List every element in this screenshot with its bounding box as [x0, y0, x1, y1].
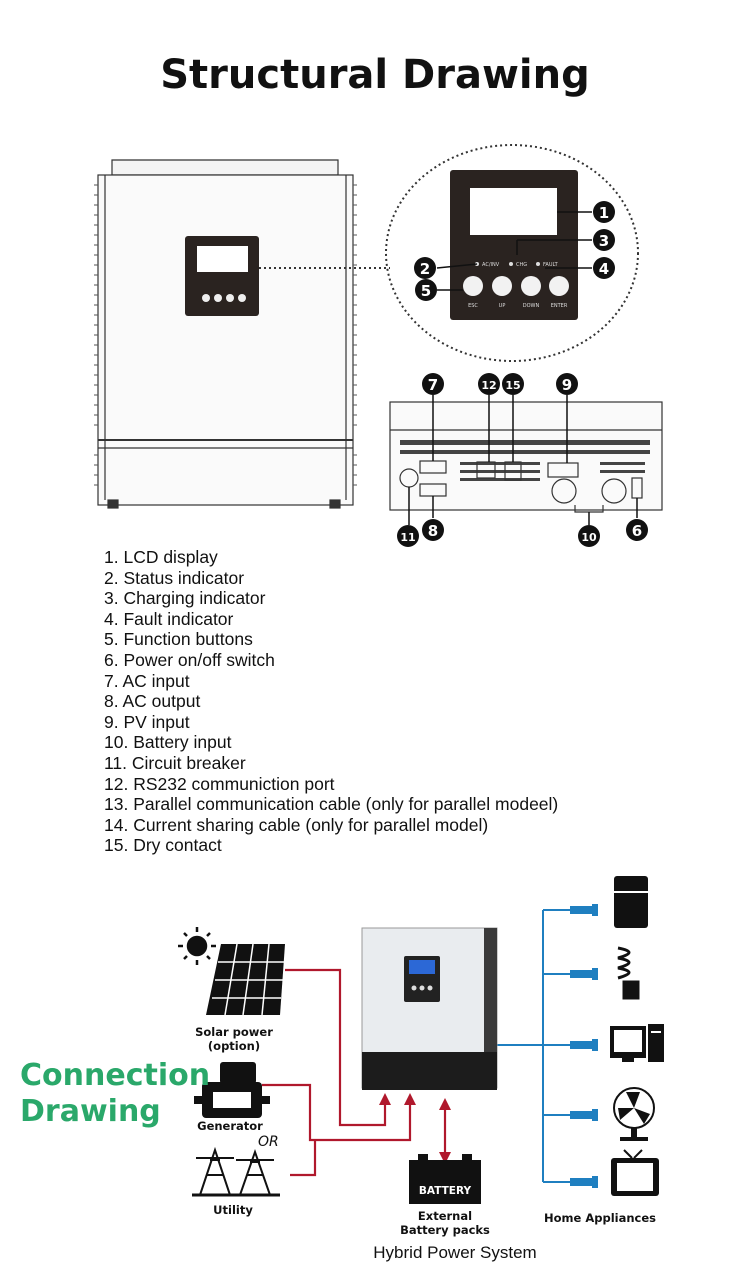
- parts-legend: 1. LCD display 2. Status indicator 3. Ch…: [104, 547, 558, 856]
- callout-number: 6: [632, 522, 642, 540]
- legend-item: 7. AC input: [104, 670, 190, 691]
- legend-item: 10. Battery input: [104, 732, 232, 753]
- plug-connectors: [570, 904, 598, 1188]
- legend-item: 1. LCD display: [104, 547, 218, 567]
- battery-icon: BATTERY: [409, 1154, 481, 1204]
- battery-icon-label: BATTERY: [419, 1185, 472, 1197]
- callout-badge-12: 12: [478, 373, 500, 395]
- callout-number: 11: [400, 531, 415, 544]
- callout-badge-4: 4: [593, 257, 615, 279]
- button-label-down: DOWN: [523, 303, 540, 309]
- legend-item: 5. Function buttons: [104, 629, 253, 650]
- callout-number: 15: [505, 379, 520, 392]
- callout-badge-7: 7: [422, 373, 444, 395]
- callout-badge-8: 8: [422, 519, 444, 541]
- callout-number: 1: [599, 204, 609, 222]
- page-title: Structural Drawing: [160, 52, 590, 98]
- callout-badge-1: 1: [593, 201, 615, 223]
- legend-item: 9. PV input: [104, 711, 190, 732]
- button-label-esc: ESC: [468, 303, 478, 309]
- legend-item: 12. RS232 communiction port: [104, 773, 335, 794]
- zoom-circle: [385, 144, 639, 362]
- callout-leaders: [408, 211, 638, 525]
- callout-number: 4: [599, 260, 609, 278]
- callout-badge-2: 2: [414, 257, 436, 279]
- indicator-label-chg: CHG: [516, 262, 527, 268]
- callout-number: 9: [562, 376, 572, 394]
- fan-icon: [613, 1087, 655, 1141]
- callout-badges: 1 2 3 4 5 6 7 8 9 10 11 12 15: [397, 201, 648, 547]
- button-label-up: UP: [499, 303, 506, 309]
- battery-label-line1: External: [417, 1209, 473, 1223]
- esc-button-shape: [463, 276, 483, 296]
- enter-button-shape: [549, 276, 569, 296]
- callout-number: 5: [421, 282, 431, 300]
- legend-item: 8. AC output: [104, 691, 201, 712]
- down-button-shape: [521, 276, 541, 296]
- television-icon: [611, 1149, 659, 1196]
- light-bulb-icon: [617, 946, 640, 1000]
- zoomed-control-panel: AC/INV CHG FAULT ESC UP DOWN ENTER: [450, 170, 578, 320]
- solar-label-line1: Solar power: [195, 1025, 273, 1039]
- solar-label-line2: (option): [207, 1039, 261, 1053]
- utility-icon: [192, 1146, 280, 1197]
- output-lines: [497, 909, 570, 1183]
- hybrid-power-system-label: Hybrid Power System: [373, 1243, 537, 1262]
- callout-number: 8: [428, 522, 438, 540]
- callout-badge-5: 5: [415, 279, 437, 301]
- legend-item: 3. Charging indicator: [104, 588, 266, 609]
- inverter-bottom-view: [389, 401, 663, 513]
- legend-item: 4. Fault indicator: [104, 608, 234, 629]
- callout-badge-10: 10: [578, 525, 600, 547]
- home-appliances-label: Home Appliances: [544, 1211, 656, 1225]
- hybrid-inverter-image: [361, 927, 498, 1090]
- sun-icon: [178, 927, 216, 965]
- ac-arrowheads: [379, 1093, 451, 1164]
- ac-connection-lines: [262, 968, 447, 1177]
- legend-item: 11. Circuit breaker: [104, 752, 246, 773]
- callout-number: 2: [420, 260, 430, 278]
- solar-power-label: Solar power (option): [186, 1025, 282, 1053]
- utility-label: Utility: [213, 1203, 253, 1217]
- callout-badge-9: 9: [556, 373, 578, 395]
- battery-label-line2: Battery packs: [400, 1223, 490, 1237]
- callout-number: 3: [599, 232, 609, 250]
- legend-item: 15. Dry contact: [104, 835, 222, 856]
- callout-badge-6: 6: [626, 519, 648, 541]
- generator-icon: [194, 1062, 270, 1118]
- connection-heading-line1: Connection: [20, 1058, 211, 1093]
- indicator-label-fault: FAULT: [543, 262, 559, 268]
- callout-badge-15: 15: [502, 373, 524, 395]
- callout-badge-3: 3: [593, 229, 615, 251]
- or-label: OR: [258, 1134, 279, 1150]
- solar-panel-icon: [206, 943, 285, 1016]
- generator-label: Generator: [197, 1119, 263, 1133]
- legend-item: 2. Status indicator: [104, 567, 245, 588]
- callout-badge-11: 11: [397, 525, 419, 547]
- connection-drawing-heading: Connection Drawing: [20, 1058, 210, 1130]
- connection-heading-line2: Drawing: [20, 1094, 161, 1129]
- legend-item: 13. Parallel communication cable (only f…: [104, 794, 559, 815]
- inverter-front-view: [94, 159, 357, 509]
- computer-icon: [610, 1024, 664, 1062]
- legend-item: 14. Current sharing cable (only for para…: [104, 814, 489, 835]
- external-battery-label: External Battery packs: [390, 1209, 500, 1237]
- up-button-shape: [492, 276, 512, 296]
- small-control-panel: [185, 236, 259, 316]
- indicator-label-ac-inv: AC/INV: [482, 262, 500, 268]
- button-label-enter: ENTER: [551, 303, 568, 309]
- refrigerator-icon: [614, 876, 648, 928]
- legend-item: 6. Power on/off switch: [104, 649, 275, 670]
- callout-number: 10: [581, 531, 597, 544]
- callout-number: 7: [428, 376, 438, 394]
- callout-number: 12: [481, 379, 496, 392]
